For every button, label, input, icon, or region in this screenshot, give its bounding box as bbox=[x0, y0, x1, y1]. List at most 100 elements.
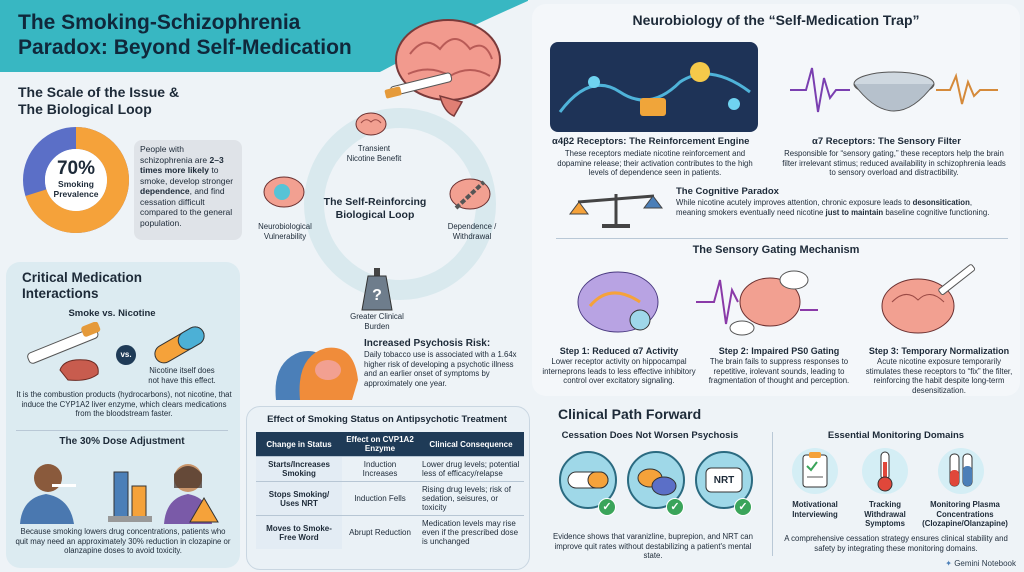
title-line-2: Paradox: Beyond Self-Medication bbox=[18, 36, 352, 59]
loop-node-top-2: Nicotine Benefit bbox=[346, 153, 402, 163]
table-row: Moves to Smoke-Free Word Abrupt Reductio… bbox=[256, 515, 524, 549]
path-divider bbox=[772, 432, 773, 556]
domain-1-line-2: Withdrawal bbox=[864, 509, 906, 519]
nicotine-note: Nicotine itself does not have this effec… bbox=[148, 366, 216, 385]
step-1-text: Lower receptor activity on hippocampal i… bbox=[542, 357, 696, 385]
path-heading: Clinical Path Forward bbox=[558, 406, 702, 422]
footer-brand-text: Gemini Notebook bbox=[954, 559, 1016, 568]
donut-label-1: Smoking bbox=[58, 179, 94, 189]
loop-node-right: Dependence / Withdrawal bbox=[432, 222, 512, 241]
thermometer-icon bbox=[862, 448, 908, 494]
title-line-1: The Smoking-Schizophrenia bbox=[18, 11, 301, 34]
monitoring-text: A comprehensive cessation strategy ensur… bbox=[784, 534, 1008, 553]
scale-heading: The Scale of the Issue & The Biological … bbox=[18, 84, 179, 118]
test-tubes-icon bbox=[938, 448, 984, 494]
cognitive-paradox: The Cognitive Paradox While nicotine acu… bbox=[676, 186, 1004, 217]
table-row: Stops Smoking/ Uses NRT Induction Fells … bbox=[256, 481, 524, 516]
svg-text:?: ? bbox=[372, 287, 382, 304]
dose-illustration bbox=[20, 464, 219, 524]
sparkle-icon: ✦ bbox=[945, 559, 952, 568]
donut-slice-smoking bbox=[23, 127, 129, 233]
loop-node-top: Transient Nicotine Benefit bbox=[334, 144, 414, 163]
treatment-table: Change in Status Effect on CVP1A2 Enzyme… bbox=[256, 432, 524, 549]
domain-2-line-1: Monitoring Plasma bbox=[930, 500, 1000, 509]
a7-title: α7 Receptors: The Sensory Filter bbox=[812, 136, 961, 147]
loop-node-bottom: Greater Clinical Burden bbox=[334, 312, 420, 331]
footer-brand: ✦ Gemini Notebook bbox=[945, 559, 1016, 568]
interactions-heading-2: Interactions bbox=[22, 286, 99, 301]
scale-heading-line-1: The Scale of the Issue & bbox=[18, 84, 180, 100]
gating-step-1: Step 1: Reduced α7 Activity Lower recept… bbox=[540, 346, 698, 386]
neuro-divider bbox=[556, 238, 1008, 239]
scale-desc-bold-2: dependence bbox=[140, 186, 190, 196]
a4b2-title: α4β2 Receptors: The Reinforcement Engine bbox=[552, 136, 750, 147]
loop-node-top-1: Transient bbox=[357, 144, 391, 153]
step-1-title: Step 1: Reduced α7 Activity bbox=[559, 346, 679, 356]
step-2-text: The brain fails to suppress responses to… bbox=[708, 357, 850, 385]
dose-text: Because smoking lowers drug concentratio… bbox=[15, 527, 231, 555]
domain-1-line-3: Symptoms bbox=[865, 519, 905, 528]
page-title: The Smoking-Schizophrenia Paradox: Beyon… bbox=[18, 10, 378, 60]
interactions-heading: Critical Medication Interactions bbox=[22, 270, 142, 302]
monitoring-title: Essential Monitoring Domains bbox=[827, 430, 965, 441]
loop-center-line-1: The Self-Reinforcing bbox=[323, 196, 427, 208]
step1-brain-icon bbox=[577, 271, 659, 333]
table-cell: Moves to Smoke-Free Word bbox=[256, 515, 342, 549]
table-header-status: Change in Status bbox=[256, 432, 342, 457]
table-cell: Induction Fells bbox=[342, 481, 418, 516]
treatment-table-grid: Change in Status Effect on CVP1A2 Enzyme… bbox=[256, 432, 524, 549]
table-row: Starts/Increases Smoking Induction Incre… bbox=[256, 456, 524, 482]
loop-node-left: Neurobiological Vulnerability bbox=[246, 222, 324, 241]
table-title: Effect of Smoking Status on Antipsychoti… bbox=[267, 414, 507, 425]
sieve-filter-icon bbox=[790, 67, 998, 113]
step-3-text: Acute nicotine exposure temporarily stim… bbox=[865, 357, 1013, 395]
domain-2-line-3: (Clozapine/Olanzapine) bbox=[922, 519, 1008, 528]
domain-withdrawal: Tracking Withdrawal Symptoms bbox=[846, 500, 924, 529]
nrt-patch-icon bbox=[695, 451, 753, 509]
check-icon: ✓ bbox=[734, 498, 752, 516]
donut-percent: 70% bbox=[56, 158, 96, 179]
psychosis-text: Daily tobacco use is associated with a 1… bbox=[364, 350, 517, 388]
psychosis-heads-icon bbox=[275, 347, 358, 400]
loop-node-left-2: Vulnerability bbox=[263, 231, 307, 241]
loop-node-left-1: Neurobiological bbox=[258, 222, 312, 231]
paradox-text: While nicotine acutely improves attentio… bbox=[676, 198, 1004, 217]
scale-desc-1: People with schizophrenia are bbox=[140, 144, 208, 165]
step3-brain-icon bbox=[881, 264, 976, 334]
psychosis-block: Increased Psychosis Risk: Daily tobacco … bbox=[364, 338, 524, 388]
table-cell: Starts/Increases Smoking bbox=[256, 456, 342, 482]
brain-chain-icon bbox=[449, 178, 491, 210]
pill-icon bbox=[154, 326, 205, 364]
check-icon: ✓ bbox=[666, 498, 684, 516]
table-cell: Rising drug levels; risk of sedation, se… bbox=[418, 481, 524, 516]
loop-node-right-2: Withdrawal bbox=[452, 231, 492, 241]
scale-heading-line-2: The Biological Loop bbox=[18, 101, 152, 117]
table-cell: Lower drug levels; potential less of eff… bbox=[418, 456, 524, 482]
interactions-divider bbox=[16, 430, 228, 431]
a7-text: Responsible for “sensory gating,” these … bbox=[782, 149, 1006, 177]
psychosis-title: Increased Psychosis Risk: bbox=[364, 338, 491, 349]
clipboard-icon bbox=[792, 448, 838, 494]
scale-desc-3: , and find cessation difficult compared … bbox=[140, 186, 233, 228]
brain-cigarette-icon bbox=[384, 19, 501, 117]
domain-1-line-1: Tracking bbox=[868, 500, 902, 509]
paradox-bold-2: just to maintain bbox=[825, 207, 884, 217]
table-header-consequence: Clinical Consequence bbox=[418, 432, 524, 457]
smoke-vs-nicotine-label: Smoke vs. Nicotine bbox=[68, 308, 156, 319]
table-cell: Abrupt Reduction bbox=[342, 515, 418, 549]
brain-vulnerable-icon bbox=[263, 176, 305, 208]
loop-center-label: The Self-Reinforcing Biological Loop bbox=[320, 196, 430, 221]
scale-desc-box bbox=[134, 140, 242, 240]
cyp1a2-explanation: It is the combustion products (hydrocarb… bbox=[16, 390, 232, 418]
table-header-enzyme: Effect on CVP1A2 Enzyme bbox=[342, 432, 418, 457]
nrt-label: NRT bbox=[713, 475, 735, 486]
domain-0-line-2: Interviewing bbox=[792, 509, 838, 519]
interactions-heading-1: Critical Medication bbox=[22, 270, 143, 285]
table-cell: Medication levels may rise even if the p… bbox=[418, 515, 524, 549]
cigarette-liver-icon bbox=[27, 322, 101, 381]
scale-desc-bold-1: 2–3 times more likely bbox=[140, 154, 224, 176]
loop-center-line-2: Biological Loop bbox=[335, 208, 415, 221]
a4b2-text: These receptors mediate nicotine reinfor… bbox=[557, 149, 753, 177]
paradox-title: The Cognitive Paradox bbox=[676, 186, 779, 197]
gating-step-2: Step 2: Impaired PS0 Gating The brain fa… bbox=[700, 346, 858, 386]
